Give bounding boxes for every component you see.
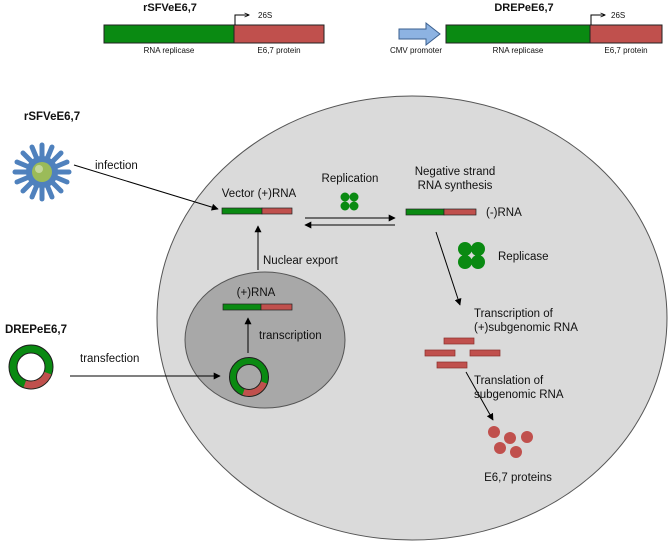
vector-rna-replicase-segment	[221, 207, 263, 215]
plasmid-icon	[8, 344, 54, 390]
replication-label: Replication	[322, 173, 379, 185]
drep-protein-gene	[589, 24, 663, 44]
construct-drep: DREPeE6,7 26S CMV promoter RNA replicase…	[390, 2, 663, 55]
nucleus-plus-rna-label: (+)RNA	[237, 287, 276, 299]
promoter-arrow-icon	[590, 15, 605, 25]
construct-rsfv: rSFVeE6,7 26S RNA replicase E6,7 protein	[103, 2, 325, 55]
subgenomic-rna-fragments	[424, 337, 501, 369]
replicase-cluster-icon	[340, 192, 359, 211]
replicase-cluster-icon	[458, 242, 485, 269]
rsfv-protein-gene	[233, 24, 325, 44]
drep-replicase-label: RNA replicase	[493, 46, 544, 55]
left-rsfv-label: rSFVeE6,7	[24, 111, 80, 123]
left-drep-label: DREPeE6,7	[5, 324, 67, 336]
transcription-subgenomic-arrow	[435, 231, 462, 306]
construct-rsfv-title: rSFVeE6,7	[143, 2, 197, 14]
rsfv-replicase-label: RNA replicase	[144, 46, 195, 55]
promoter-arrow-icon	[234, 15, 249, 25]
transcription-of-label-2: (+)subgenomic RNA	[474, 322, 578, 334]
infection-arrow	[73, 164, 219, 211]
protein-dot-icon	[510, 446, 522, 458]
construct-drep-title: DREPeE6,7	[494, 2, 553, 14]
transcription-label: transcription	[259, 330, 322, 342]
vector-rna-label: Vector (+)RNA	[222, 188, 297, 200]
rsfv-protein-label: E6,7 protein	[257, 46, 300, 55]
transfection-label: transfection	[80, 353, 139, 365]
minus-rna-label: (-)RNA	[486, 207, 522, 219]
rsfv-replicase-gene	[103, 24, 235, 44]
plasmid-icon	[229, 357, 269, 397]
minus-rna-protein-segment	[443, 208, 477, 216]
rsfv-26s-label: 26S	[258, 11, 272, 20]
nucleus-rna-replicase-segment	[222, 303, 262, 311]
minus-rna-replicase-segment	[405, 208, 445, 216]
translation-of-label-1: Translation of	[474, 375, 544, 387]
drep-26s-label: 26S	[611, 11, 625, 20]
negative-strand-label-1: Negative strand	[415, 166, 496, 178]
proteins-label: E6,7 proteins	[484, 472, 552, 484]
cmv-promoter-arrow-icon	[398, 21, 441, 47]
protein-dot-icon	[494, 442, 506, 454]
translation-of-label-2: subgenomic RNA	[474, 389, 564, 401]
vector-rna-protein-segment	[261, 207, 293, 215]
drep-cmv-label: CMV promoter	[390, 46, 442, 55]
e67-proteins-cluster	[488, 426, 533, 458]
nuclear-export-label: Nuclear export	[263, 255, 339, 267]
drep-protein-label: E6,7 protein	[604, 46, 647, 55]
replicase-label: Replicase	[498, 251, 549, 263]
transcription-of-label-1: Transcription of	[474, 308, 554, 320]
negative-strand-label-2: RNA synthesis	[418, 180, 493, 192]
infection-label: infection	[95, 160, 138, 172]
cell-body	[156, 95, 668, 541]
nucleus-rna-protein-segment	[260, 303, 293, 311]
drep-replicase-gene	[445, 24, 591, 44]
protein-dot-icon	[521, 431, 533, 443]
translation-arrow	[465, 371, 494, 421]
virus-icon	[12, 142, 72, 202]
protein-dot-icon	[504, 432, 516, 444]
protein-dot-icon	[488, 426, 500, 438]
